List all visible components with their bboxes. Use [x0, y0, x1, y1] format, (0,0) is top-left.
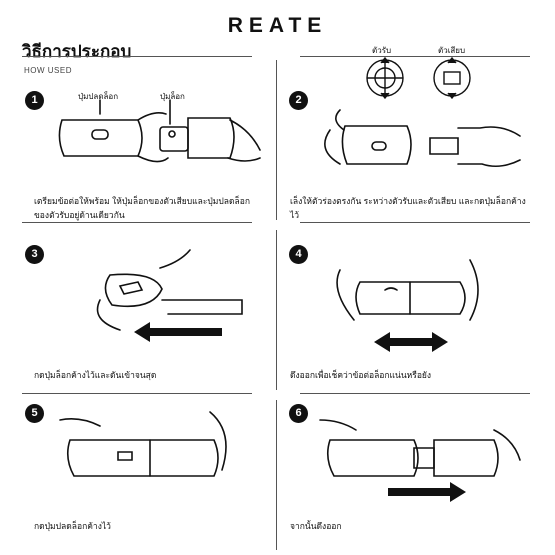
step-6-illustration: [319, 419, 521, 477]
step-5-illustration: [59, 411, 227, 477]
step-2-caption: เล็งให้ตัวร่องตรงกัน ระหว่างตัวรับและตัว…: [290, 196, 526, 220]
divider: [300, 56, 530, 57]
pull-double-arrow: [374, 332, 448, 352]
page-subtitle: HOW USED: [24, 66, 72, 75]
step-4-illustration: [336, 259, 479, 321]
plug-end-icon: [433, 56, 471, 100]
step-number-3: 3: [25, 245, 44, 264]
divider: [276, 230, 277, 390]
receiver-label: ตัวรับ: [372, 46, 392, 55]
divider: [300, 222, 530, 223]
unlock-button-label: ปุ่มปลดล็อก: [78, 92, 119, 101]
step-4-caption: ดึงออกเพื่อเช็คว่าข้อต่อล็อกแน่นหรือยัง: [290, 370, 432, 380]
divider: [22, 56, 252, 57]
step-number-4: 4: [289, 245, 308, 264]
step-1-illustration: [58, 99, 261, 163]
divider: [22, 222, 252, 223]
step-number-5: 5: [25, 404, 44, 423]
step-3-caption: กดปุ่มล็อกค้างไว้และดันเข้าจนสุด: [34, 370, 157, 380]
step-1-caption: เตรียมข้อต่อให้พร้อม ให้ปุ่มล็อกของตัวเส…: [34, 196, 250, 220]
plug-label: ตัวเสียบ: [438, 46, 466, 55]
divider: [276, 400, 277, 550]
step-number-6: 6: [289, 404, 308, 423]
step-6-caption: จากนั้นดึงออก: [290, 521, 342, 531]
step-2-illustration: [324, 109, 521, 168]
push-arrow: [134, 322, 222, 342]
brand-logo: REATE: [227, 14, 328, 37]
step-number-2: 2: [289, 91, 308, 110]
step-5-caption: กดปุ่มปลดล็อกค้างไว้: [34, 521, 111, 531]
divider: [300, 393, 530, 394]
step-3-illustration: [96, 249, 243, 331]
divider: [22, 393, 252, 394]
step-number-1: 1: [25, 91, 44, 110]
receiver-end-icon: [366, 56, 404, 100]
lock-button-label: ปุ่มล็อก: [160, 92, 185, 101]
divider: [276, 60, 277, 220]
pull-out-arrow: [388, 482, 466, 502]
